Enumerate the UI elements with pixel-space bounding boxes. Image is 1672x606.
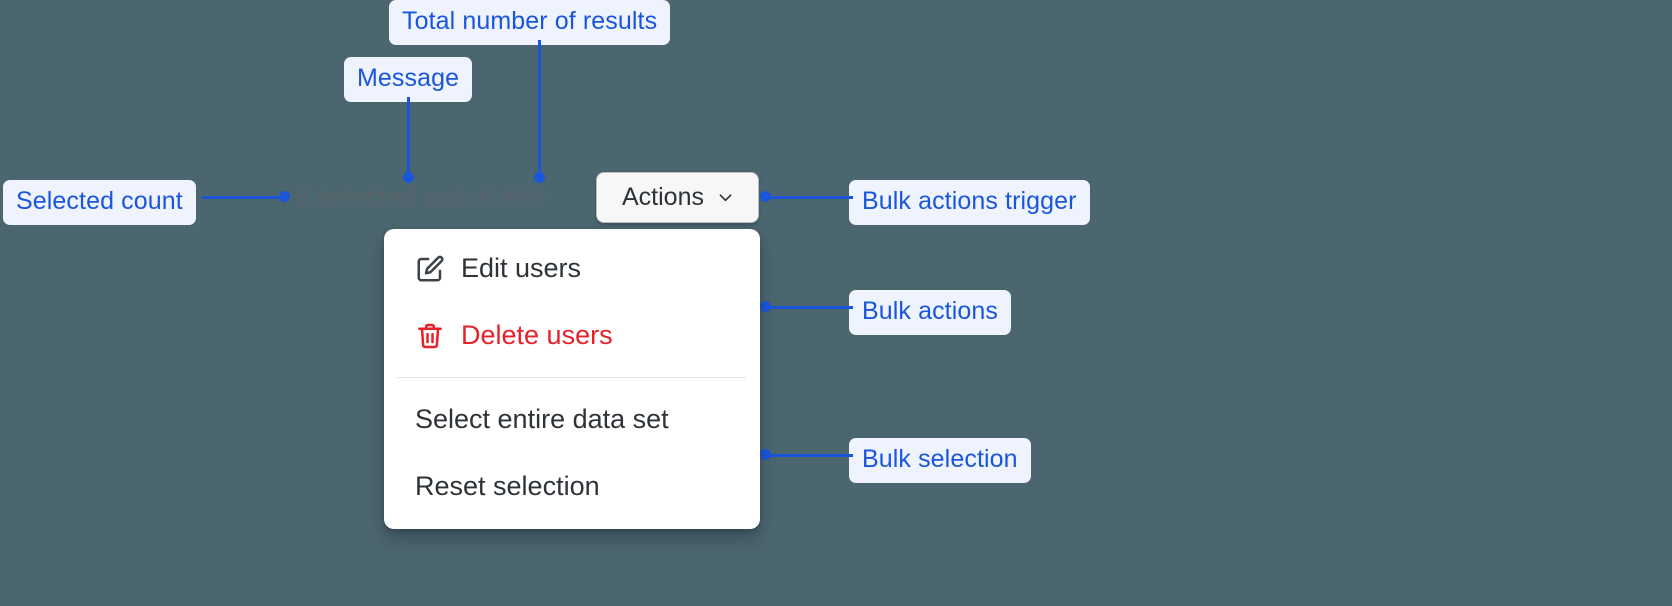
connector-line-bulk-selection bbox=[765, 454, 853, 457]
menu-item-label: Select entire data set bbox=[415, 404, 669, 434]
selected-count-label: 6 selected out of ### bbox=[294, 182, 545, 212]
trash-icon bbox=[415, 321, 445, 351]
callout-selected-count: Selected count bbox=[3, 180, 196, 225]
connector-line-bulk-actions bbox=[765, 306, 853, 309]
menu-item-reset-selection[interactable]: Reset selection bbox=[384, 453, 760, 520]
connector-line-bulk-actions-trigger bbox=[765, 196, 853, 199]
callout-bulk-actions: Bulk actions bbox=[849, 290, 1011, 335]
callout-message: Message bbox=[344, 57, 473, 102]
menu-item-delete-users[interactable]: Delete users bbox=[384, 302, 760, 369]
connector-dot-selected-count bbox=[279, 191, 290, 202]
menu-divider bbox=[396, 377, 746, 378]
menu-item-edit-users[interactable]: Edit users bbox=[384, 235, 760, 302]
connector-dot-total-results bbox=[534, 172, 545, 183]
menu-item-label: Reset selection bbox=[415, 471, 600, 501]
chevron-down-icon bbox=[718, 190, 733, 205]
connector-dot-bulk-selection bbox=[760, 449, 771, 460]
bulk-actions-trigger-button[interactable]: Actions bbox=[596, 172, 759, 223]
menu-item-label: Edit users bbox=[461, 253, 582, 283]
bulk-actions-trigger-label: Actions bbox=[622, 183, 704, 211]
connector-dot-bulk-actions bbox=[760, 301, 771, 312]
edit-pencil-icon bbox=[415, 254, 445, 284]
bulk-actions-menu: Edit users Delete users Select entire da… bbox=[384, 229, 760, 529]
connector-line-total-results bbox=[538, 40, 541, 178]
callout-bulk-selection: Bulk selection bbox=[849, 438, 1031, 483]
connector-line-message bbox=[407, 97, 410, 178]
callout-total-number-of-results: Total number of results bbox=[389, 0, 671, 45]
callout-bulk-actions-trigger: Bulk actions trigger bbox=[849, 180, 1090, 225]
connector-line-selected-count bbox=[202, 196, 286, 199]
connector-dot-message bbox=[403, 172, 414, 183]
menu-item-select-entire-data-set[interactable]: Select entire data set bbox=[384, 386, 760, 453]
menu-item-label: Delete users bbox=[461, 320, 613, 350]
connector-dot-bulk-actions-trigger bbox=[760, 191, 771, 202]
